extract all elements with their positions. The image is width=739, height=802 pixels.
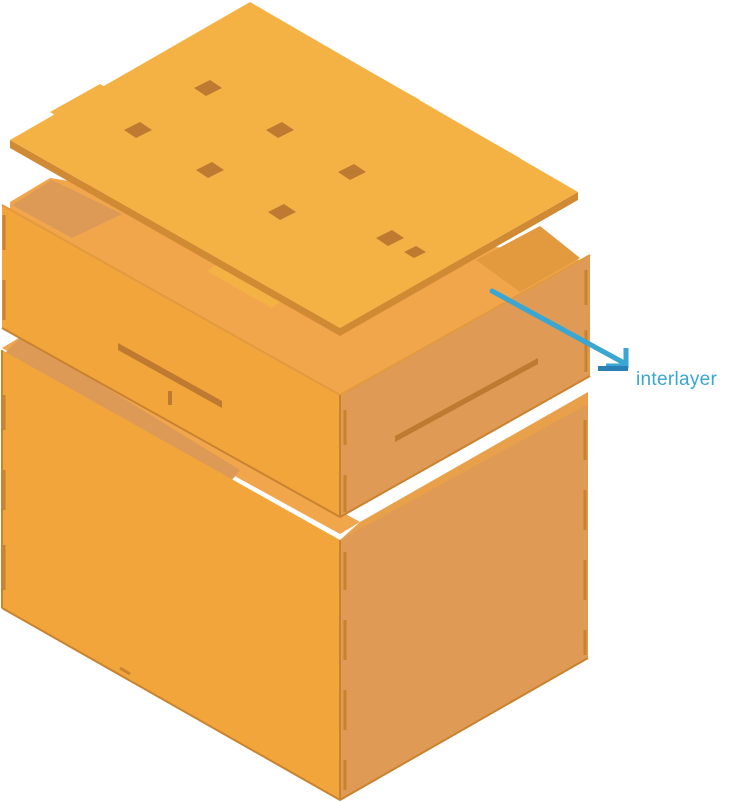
bottom-box-inner-back	[2, 336, 240, 480]
interlayer-side-face	[340, 255, 590, 517]
arrow-underline	[598, 366, 628, 371]
interlayer-side-handle-slot	[395, 358, 538, 442]
arrow-shaft	[489, 288, 629, 367]
interlayer-inner-left-panel	[12, 180, 122, 238]
lid-slots	[124, 80, 426, 258]
interlayer-joint-marks	[2, 215, 588, 512]
lid-slot	[404, 246, 426, 258]
lid	[10, 2, 578, 336]
bottom-box-bottom-edge	[1, 607, 589, 802]
bottom-box-front-face	[2, 350, 340, 800]
lid-slot	[194, 80, 222, 96]
interlayer-front-handle-slot	[118, 343, 222, 408]
bottom-box-joint-marks	[2, 395, 587, 790]
lid-slot	[124, 122, 152, 138]
interlayer-bottom-edge	[1, 327, 591, 519]
bottom-box-side-face	[340, 400, 588, 800]
interlayer-front-face	[2, 205, 340, 517]
bottom-box	[1, 336, 589, 802]
interlayer-inner-right-panel	[476, 226, 580, 292]
interlayer-center-notch	[168, 391, 172, 405]
interlayer-arrow	[489, 288, 629, 371]
lid-slot	[268, 204, 296, 220]
bottom-box-top-rim	[340, 392, 588, 540]
lid-slot	[376, 230, 404, 246]
lid-slot	[338, 164, 366, 180]
lid-tabs	[50, 66, 520, 308]
interlayer-handle-slots	[118, 343, 538, 442]
lid-slot	[266, 122, 294, 138]
lid-top-face	[10, 2, 578, 328]
lid-slot	[196, 162, 224, 178]
interlayer-label: interlayer	[636, 369, 718, 390]
